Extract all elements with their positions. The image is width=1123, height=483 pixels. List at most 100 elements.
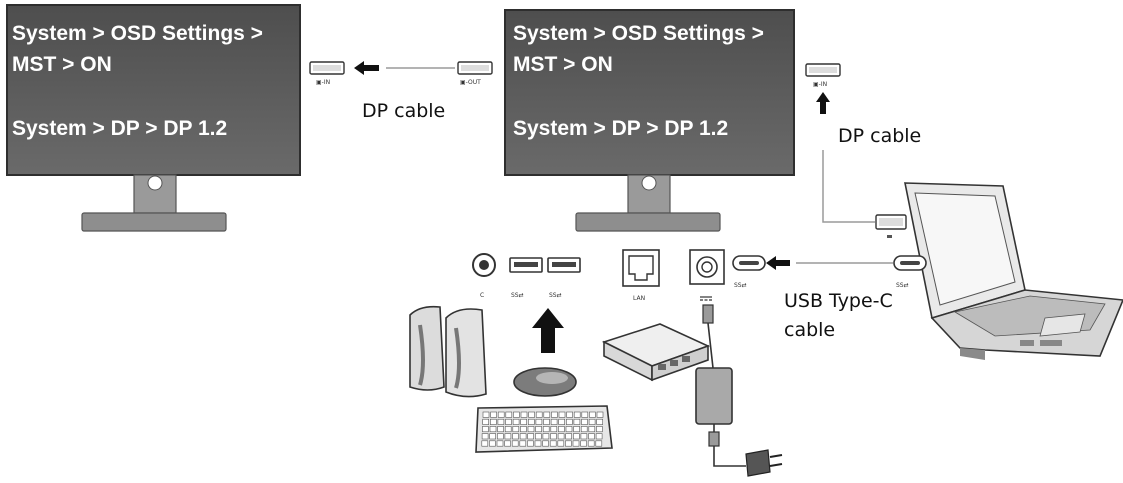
keyboard-key bbox=[512, 426, 520, 433]
laptop-icon bbox=[904, 182, 1123, 360]
keyboard-key bbox=[588, 433, 595, 440]
keyboard-key bbox=[497, 418, 505, 425]
keyboard-key bbox=[481, 440, 489, 447]
svg-text:C: C bbox=[480, 292, 484, 299]
monitor1-osd-line3: System > DP > DP 1.2 bbox=[12, 117, 228, 140]
keyboard-key bbox=[549, 440, 557, 447]
keyboard-key bbox=[565, 433, 573, 440]
svg-text:SS⇄: SS⇄ bbox=[549, 292, 562, 299]
keyboard-key bbox=[534, 440, 542, 447]
usb-a-port-icon-2: SS⇄ bbox=[547, 257, 581, 299]
monitor-2 bbox=[504, 9, 795, 232]
keyboard-key bbox=[558, 426, 565, 433]
keyboard-key bbox=[587, 440, 595, 447]
keyboard-key bbox=[551, 411, 558, 418]
keyboard-key bbox=[580, 426, 588, 433]
keyboard-key bbox=[520, 426, 527, 433]
dp-cable-1-label: DP cable bbox=[362, 100, 446, 122]
keyboard-key bbox=[527, 433, 535, 440]
dp-cable-2 bbox=[822, 150, 875, 223]
keyboard-key bbox=[543, 411, 551, 418]
keyboard-key bbox=[557, 433, 565, 440]
usb-a-port-icon: SS⇄ bbox=[509, 257, 543, 299]
router-icon bbox=[601, 323, 711, 382]
keyboard-key bbox=[489, 426, 497, 433]
lan-label: LAN bbox=[633, 295, 645, 302]
keyboard-key bbox=[512, 433, 519, 440]
keyboard-key bbox=[520, 411, 528, 418]
monitor1-osd-line2: MST > ON bbox=[12, 53, 112, 76]
svg-text:SS⇄: SS⇄ bbox=[511, 292, 524, 299]
usbc-cable-label-line1: USB Type-C bbox=[784, 290, 893, 312]
dp-out-port-icon bbox=[457, 61, 493, 75]
keyboard-key bbox=[543, 418, 550, 425]
keyboard-key bbox=[595, 440, 603, 447]
arrow-icon-usbc bbox=[766, 256, 790, 270]
keyboard-key bbox=[489, 418, 497, 425]
power-port-icon bbox=[689, 249, 725, 301]
keyboard-key bbox=[482, 426, 489, 433]
keyboard-key bbox=[565, 440, 572, 447]
keyboard-key bbox=[481, 433, 489, 440]
monitor2-osd-line3: System > DP > DP 1.2 bbox=[513, 117, 729, 140]
keyboard-key bbox=[504, 426, 512, 433]
keyboard-key bbox=[482, 418, 490, 425]
monitor-1 bbox=[6, 4, 301, 232]
keyboard-key bbox=[489, 433, 497, 440]
keyboard-key bbox=[527, 426, 535, 433]
keyboard-key bbox=[542, 433, 550, 440]
keyboard-key bbox=[504, 433, 512, 440]
keyboard-key bbox=[527, 418, 535, 425]
keyboard-key bbox=[550, 433, 557, 440]
keyboard-key bbox=[573, 411, 581, 418]
usbc-cable-label-line2: cable bbox=[784, 319, 836, 341]
usb-c-port-icon: SS⇄ bbox=[732, 255, 766, 289]
keyboard-key bbox=[550, 426, 558, 433]
keyboard-key bbox=[512, 418, 520, 425]
keyboard-key bbox=[581, 411, 589, 418]
arrow-icon bbox=[354, 61, 379, 75]
svg-text:SS⇄: SS⇄ bbox=[896, 282, 909, 289]
keyboard-key bbox=[588, 418, 596, 425]
keyboard-key bbox=[572, 433, 580, 440]
keyboard-key bbox=[535, 426, 542, 433]
keyboard-key bbox=[557, 440, 565, 447]
keyboard-key bbox=[565, 426, 573, 433]
keyboard-key bbox=[580, 440, 587, 447]
keyboard-key bbox=[497, 426, 504, 433]
keyboard-key bbox=[596, 411, 604, 418]
keyboard-key bbox=[534, 433, 542, 440]
lan-port-icon: LAN bbox=[622, 249, 660, 302]
keyboard-key bbox=[580, 433, 588, 440]
keyboard-key bbox=[496, 433, 504, 440]
dp-in-label-2: ▣-IN bbox=[813, 81, 827, 88]
arrow-icon-usb bbox=[532, 308, 564, 353]
keyboard-key bbox=[573, 426, 580, 433]
power-adapter-icon bbox=[695, 304, 783, 477]
svg-text:SS⇄: SS⇄ bbox=[734, 282, 747, 289]
keyboard-key bbox=[535, 418, 543, 425]
keyboard-key bbox=[511, 440, 519, 447]
keyboard-key bbox=[566, 411, 573, 418]
dp-in-port-icon-2 bbox=[805, 63, 841, 77]
laptop-dp-port-icon bbox=[875, 214, 907, 238]
keyboard-key bbox=[482, 411, 490, 418]
keyboard-key bbox=[596, 418, 604, 425]
keyboard-key bbox=[497, 411, 505, 418]
monitor2-osd-line1: System > OSD Settings > bbox=[513, 22, 764, 45]
keyboard-key bbox=[542, 440, 549, 447]
keyboard-icon bbox=[475, 405, 613, 453]
keyboard-key bbox=[558, 418, 566, 425]
speakers-icon bbox=[409, 305, 487, 398]
dp-in-port-icon bbox=[309, 61, 345, 75]
monitor1-osd-line1: System > OSD Settings > bbox=[12, 22, 263, 45]
keyboard-key bbox=[527, 440, 534, 447]
keyboard-key bbox=[573, 418, 581, 425]
keyboard-key bbox=[519, 433, 527, 440]
keyboard-key bbox=[535, 411, 543, 418]
dp-in-label-1: ▣-IN bbox=[316, 79, 330, 86]
audio-jack-icon: C bbox=[472, 253, 496, 299]
keyboard-key bbox=[528, 411, 535, 418]
keyboard-key bbox=[519, 440, 527, 447]
